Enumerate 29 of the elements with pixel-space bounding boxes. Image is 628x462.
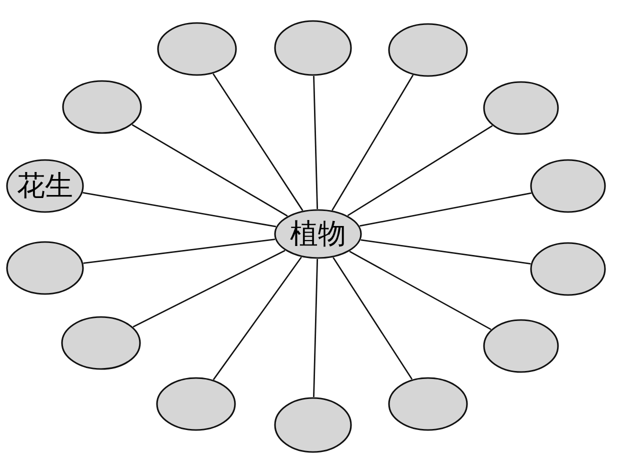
oval-node: 植物 — [274, 209, 362, 259]
oval-node — [274, 20, 352, 76]
oval-node — [61, 316, 141, 370]
connector-line — [212, 256, 302, 380]
connector-line — [360, 239, 531, 264]
connector-line — [212, 73, 304, 211]
connector-line — [82, 192, 276, 228]
oval-node — [483, 81, 559, 135]
connector-line — [132, 250, 286, 328]
connector-line — [360, 192, 532, 227]
oval-node — [274, 397, 352, 453]
oval-node — [6, 241, 84, 295]
connector-line — [313, 76, 318, 210]
oval-node — [62, 80, 142, 134]
connector-line — [313, 258, 318, 398]
oval-node — [388, 377, 468, 431]
connector-line — [347, 125, 493, 216]
connector-line — [83, 238, 276, 264]
oval-node — [156, 377, 236, 431]
oval-node — [483, 319, 559, 373]
oval-node: 花生 — [6, 159, 84, 213]
connector-line — [349, 250, 492, 330]
connector-line — [132, 124, 288, 217]
connector-line — [332, 257, 413, 380]
oval-node — [157, 22, 237, 76]
oval-node — [530, 242, 606, 296]
oval-node — [530, 159, 606, 213]
oval-node — [388, 23, 468, 77]
connector-line — [332, 74, 414, 211]
